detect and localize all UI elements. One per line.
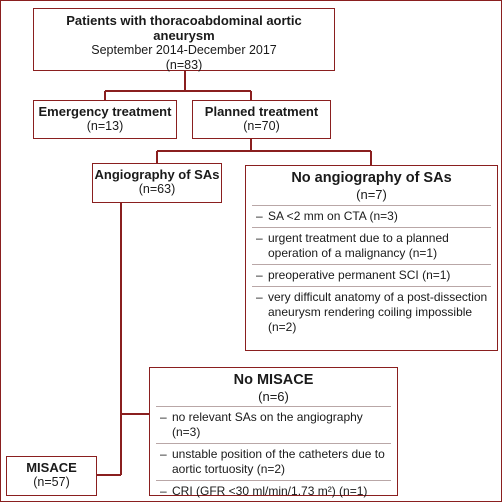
box-emergency-treatment: Emergency treatment (n=13) — [33, 100, 177, 139]
planned-count: (n=70) — [243, 119, 280, 133]
list-item: SA <2 mm on CTA (n=3) — [252, 206, 491, 227]
patients-title: Patients with thoracoabdominal aortic an… — [66, 13, 302, 43]
patients-count: (n=83) — [165, 58, 203, 72]
list-item: urgent treatment due to a planned operat… — [252, 227, 491, 264]
no-misace-reasons: no relevant SAs on the angiography (n=3)… — [156, 407, 391, 502]
emergency-title: Emergency treatment — [38, 104, 172, 119]
box-patients: Patients with thoracoabdominal aortic an… — [33, 8, 335, 72]
misace-count: (n=57) — [33, 475, 70, 489]
box-no-misace: No MISACE (n=6) no relevant SAs on the a… — [149, 367, 398, 499]
emergency-count: (n=13) — [86, 119, 124, 133]
angio-title: Angiography of SAs — [94, 167, 220, 182]
patients-period: September 2014-December 2017 — [91, 43, 277, 57]
no-angio-count: (n=7) — [356, 187, 387, 202]
box-planned-treatment: Planned treatment (n=70) — [192, 100, 331, 139]
list-item: unstable position of the catheters due t… — [156, 443, 391, 480]
list-item: preoperative permanent SCI (n=1) — [252, 264, 491, 286]
angio-count: (n=63) — [138, 182, 176, 196]
no-misace-title: No MISACE — [233, 372, 314, 388]
box-angiography: Angiography of SAs (n=63) — [92, 163, 222, 203]
box-no-angiography: No angiography of SAs (n=7) SA <2 mm on … — [245, 165, 498, 351]
planned-title: Planned treatment — [204, 104, 319, 119]
no-misace-count: (n=6) — [258, 389, 289, 404]
list-item: no relevant SAs on the angiography (n=3) — [156, 407, 391, 443]
no-angio-title: No angiography of SAs — [291, 170, 452, 186]
misace-title: MISACE — [26, 460, 77, 475]
list-item: very difficult anatomy of a post-dissect… — [252, 286, 491, 338]
list-item: CRI (GFR <30 ml/min/1.73 m²) (n=1) — [156, 480, 391, 502]
box-misace: MISACE (n=57) — [6, 456, 97, 496]
no-angio-reasons: SA <2 mm on CTA (n=3) urgent treatment d… — [252, 206, 491, 338]
